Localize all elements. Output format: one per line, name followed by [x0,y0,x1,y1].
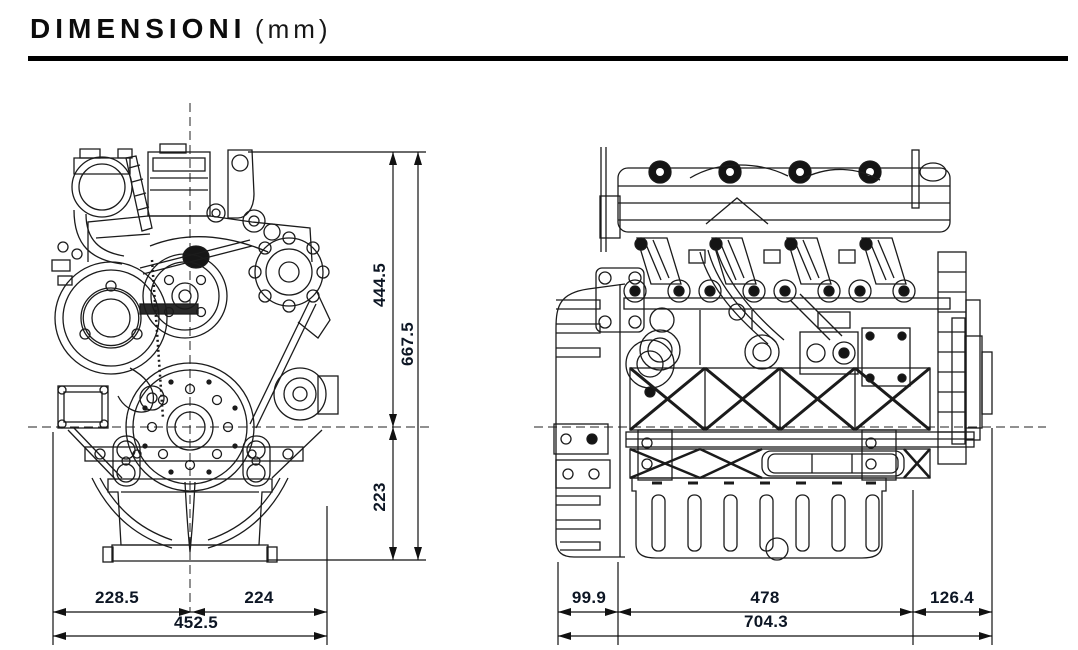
title-text: DIMENSIONI [30,13,247,44]
dim-label-height-total: 667.5 [398,321,417,367]
title-underline [28,56,1068,61]
dim-label-height-top-to-center: 444.5 [370,262,389,308]
dim-label-height-center-to-bottom: 223 [370,482,389,512]
dimension-lines [52,151,993,645]
page-title: DIMENSIONI (mm) [30,13,332,45]
centerlines [28,103,1046,612]
dim-label-width-total: 452.5 [173,613,219,632]
dim-label-rear-overhang: 99.9 [571,588,607,607]
title-unit: (mm) [254,14,332,44]
dim-label-front-overhang: 126.4 [929,588,975,607]
dim-label-block-length: 478 [750,588,780,607]
front-view [51,143,339,563]
side-view [553,147,993,561]
dim-label-width-right: 224 [244,588,274,607]
dim-label-width-left: 228.5 [94,588,140,607]
dim-label-length-total: 704.3 [743,612,789,631]
